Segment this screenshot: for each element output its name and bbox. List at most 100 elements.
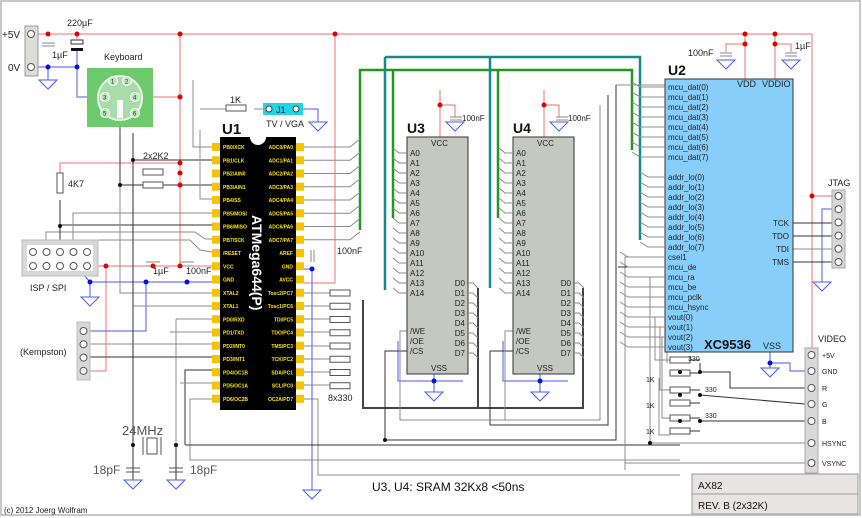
- u1-pin-label-right: OC2A/PD7: [268, 397, 293, 403]
- u2-part: XC9536: [704, 337, 751, 352]
- sram-address-wire: [498, 197, 513, 204]
- u2-jtag-pin-label: TDI: [776, 245, 789, 254]
- u2-pin-label: addr_lo(7): [668, 243, 705, 252]
- u1-pin-label-right: GND: [282, 264, 294, 270]
- sram-address-wire: [392, 277, 407, 284]
- copyright: (c) 2012 Joerg Wolfram: [4, 506, 88, 515]
- u1-pin-right: [296, 182, 304, 191]
- resistor-1k-label: 1K: [646, 377, 655, 384]
- title-rev: REV. B (2x32K): [698, 501, 768, 512]
- sram-data-pin: D2: [561, 299, 572, 308]
- sram-address-pin: A6: [516, 209, 526, 218]
- u1-pin-label-left: PB0/XCK: [223, 145, 245, 151]
- u1-pin-label-left: XTAL1: [223, 304, 239, 310]
- sram-address-pin: A10: [410, 249, 425, 258]
- u1-pin-label-right: ADC6/PA6: [269, 225, 294, 231]
- u2-pin-label: mcu_pclk: [668, 293, 703, 302]
- u2-pin-wire: [619, 271, 665, 278]
- j1-jumper[interactable]: 1K J1 TV / VGA: [225, 95, 304, 129]
- u1-pin-label-left: PB3/AIN1: [223, 185, 246, 191]
- keyboard-pin: [100, 108, 110, 118]
- sram-address-wire: [498, 287, 513, 294]
- u1-adc-wire: [304, 165, 361, 174]
- keyboard-pin-number: 6: [133, 112, 137, 118]
- sram-data-wire: [574, 322, 585, 329]
- u2-pin-wire: [631, 81, 665, 88]
- sram-address-wire: [498, 267, 513, 274]
- u2-pin-label: mcu_dat(4): [668, 123, 709, 132]
- sram-data-wire: [468, 332, 479, 339]
- sram-address-pin: A2: [516, 169, 526, 178]
- ground-icon: [811, 281, 833, 292]
- keyboard-pin-number: 3: [103, 96, 107, 102]
- u2-pin-wire: [631, 151, 665, 158]
- u1-pin-label-left: PD1/TXD: [223, 331, 245, 337]
- u1-adc-wire: [304, 218, 361, 227]
- u1-pin-left: [212, 143, 220, 151]
- u2-pin-label: mcu_hsync: [668, 303, 708, 312]
- sram-address-pin: A9: [516, 239, 526, 248]
- sram-address-pin: A1: [516, 159, 526, 168]
- u2-pin-wire: [619, 311, 665, 318]
- sram-ref: U4: [513, 120, 531, 136]
- u1-pin-left: [212, 182, 220, 191]
- junction-dot: [678, 393, 682, 397]
- sram-data-pin: D6: [561, 339, 572, 348]
- sram-data-pin: D5: [455, 329, 466, 338]
- u2-pin-label: vout(1): [668, 323, 693, 332]
- junction-dot: [177, 182, 183, 188]
- junction-dot: [383, 438, 387, 442]
- jtag-pin: [834, 231, 843, 240]
- sram-address-pin: A3: [516, 179, 526, 188]
- ground-icon: [37, 79, 59, 90]
- u2-pin-wire: [619, 341, 665, 348]
- sram-data-wire: [468, 342, 479, 349]
- junction-dot: [131, 443, 135, 447]
- u2-pin-wire: [619, 281, 665, 288]
- u2-pin-label: csel1: [668, 253, 687, 262]
- keyboard-pin: [130, 92, 140, 102]
- junction-dot: [541, 102, 547, 108]
- u1-pin-right: [296, 209, 304, 218]
- u1-pin-label-left: PD6/OC2B: [223, 397, 248, 403]
- junction-dot: [772, 31, 778, 37]
- junction-dot: [742, 41, 748, 47]
- isp-pin: [69, 248, 78, 256]
- u1-pin-left: [212, 381, 220, 390]
- u1-pin-right: [296, 394, 304, 403]
- sram-address-pin: A4: [410, 189, 420, 198]
- series-resistor: [329, 382, 351, 390]
- isp-pin: [42, 262, 51, 270]
- video-pin-label: R: [822, 386, 827, 393]
- junction-dot: [177, 170, 183, 176]
- u1-pin-label-right: TCK/PC2: [272, 357, 294, 363]
- jtag-connector: JTAG: [828, 178, 850, 269]
- sram-address-wire: [498, 157, 513, 164]
- ground-icon: [301, 489, 323, 500]
- video-pin: [807, 439, 816, 447]
- sram-data-pin: D3: [455, 309, 466, 318]
- u1-pin-right: [296, 156, 304, 165]
- address-bus-green: [358, 68, 634, 230]
- sram-address-pin: A5: [516, 199, 526, 208]
- jtag-pin: [834, 258, 843, 266]
- ground-icon: [423, 391, 445, 402]
- series-resistor: [329, 289, 351, 297]
- u2-pin-label: mcu_dat(0): [668, 83, 709, 92]
- j1-ref: J1: [276, 105, 286, 115]
- keyboard-pin: [100, 92, 110, 102]
- u1-pin-label-right: SCL/PC0: [272, 384, 293, 390]
- sram-address-wire: [392, 217, 407, 224]
- resistor-1k-label: 1K: [230, 95, 241, 105]
- sram-address-pin: A1: [410, 159, 420, 168]
- ground-icon: [715, 59, 737, 70]
- kempston-pin: [79, 340, 88, 349]
- keyboard-pin-number: 1: [111, 80, 115, 86]
- video-pin: [807, 459, 816, 467]
- sram-address-wire: [392, 177, 407, 184]
- sram-address-pin: A12: [410, 269, 425, 278]
- u1-pin-left: [212, 368, 220, 377]
- junction-dot: [698, 419, 702, 423]
- u1-pin-right: [296, 302, 304, 310]
